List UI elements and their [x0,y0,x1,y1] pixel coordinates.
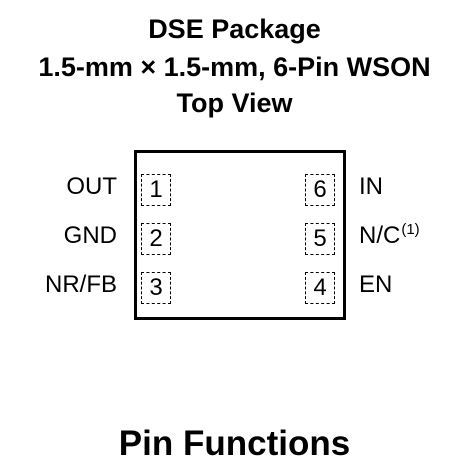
pin-pad-1: 1 [141,174,171,206]
diagram-subtitle: 1.5-mm × 1.5-mm, 6-Pin WSON [38,52,431,82]
package-body: 1 2 3 6 5 4 [134,150,346,320]
pin-label-nc: N/C(1) [359,221,420,251]
pin-label-out: OUT [66,173,117,200]
pin-label-in-text: IN [359,173,383,200]
diagram-view-label: Top View [176,88,293,118]
pin-label-in: IN [359,172,383,202]
diagram-title: DSE Package [148,14,321,44]
pin-label-nc-text: N/C [359,222,401,249]
section-heading: Pin Functions [118,424,351,463]
pin-label-nr-fb: NR/FB [45,271,117,298]
pin-pad-4: 4 [305,272,335,304]
pin-pad-5: 5 [305,223,335,255]
pin-label-en-text: EN [359,271,393,298]
pin-label-gnd: GND [63,222,117,249]
pin-pad-6: 6 [305,174,335,206]
pin-pad-2: 2 [141,223,171,255]
pin-pad-3: 3 [141,272,171,304]
pin-label-en: EN [359,270,392,300]
footnote-marker: (1) [401,221,420,238]
